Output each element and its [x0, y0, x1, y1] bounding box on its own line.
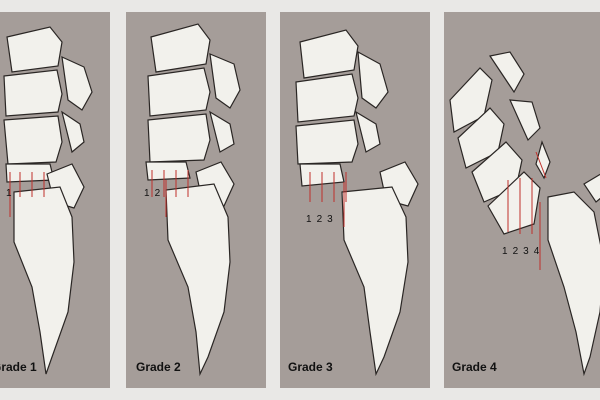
measure-number: 1 [144, 188, 150, 199]
sacrum [13, 186, 75, 375]
facet-process [355, 110, 381, 153]
measure-number: 2 [512, 246, 519, 257]
facet-process [535, 140, 551, 180]
facet-process [209, 110, 235, 153]
vertebra-middle [295, 73, 359, 123]
measure-number: 2 [316, 214, 323, 225]
measure-numbers: 1 [6, 188, 17, 199]
vertebra-middle [3, 69, 63, 117]
facet-process [357, 50, 389, 109]
facet-process [61, 56, 93, 111]
measure-number: 3 [523, 246, 529, 257]
spine-illustration [3, 26, 93, 375]
vertebra-lower [3, 115, 63, 165]
facet-process [209, 53, 241, 109]
facet-process [61, 110, 85, 154]
spine-illustration [295, 29, 419, 377]
slipped-vertebra [487, 171, 541, 235]
vertebra-upper [150, 23, 211, 73]
measure-number: 3 [327, 214, 333, 225]
grade-label: Grade 1 [0, 360, 37, 374]
facet-process [489, 51, 525, 94]
sacrum [547, 191, 600, 377]
vertebra-middle [147, 67, 211, 117]
grade-label: Grade 2 [136, 360, 181, 374]
measure-number: 1 [502, 246, 508, 257]
spine-illustration [449, 51, 600, 377]
vertebra-lower [147, 113, 211, 163]
grade-label: Grade 3 [288, 360, 333, 374]
sacral-process [583, 173, 600, 203]
measure-number: 1 [6, 188, 12, 199]
vertebra-middle [457, 107, 505, 169]
vertebra-upper [299, 29, 359, 79]
slipped-vertebra [145, 161, 191, 181]
panel-grade-1: 1 Grade 1 [0, 12, 110, 388]
spine-illustration [145, 23, 241, 377]
facet-process [509, 99, 541, 142]
slipped-vertebra [5, 163, 55, 183]
vertebra-lower [295, 119, 359, 165]
measure-number: 4 [533, 246, 540, 257]
sacrum [165, 183, 231, 377]
measure-line [535, 151, 547, 179]
vertebra-upper [6, 26, 63, 73]
measure-number: 1 [306, 214, 312, 225]
sacrum [341, 186, 409, 377]
measure-number: 2 [154, 188, 161, 199]
grade-label: Grade 4 [452, 360, 497, 374]
